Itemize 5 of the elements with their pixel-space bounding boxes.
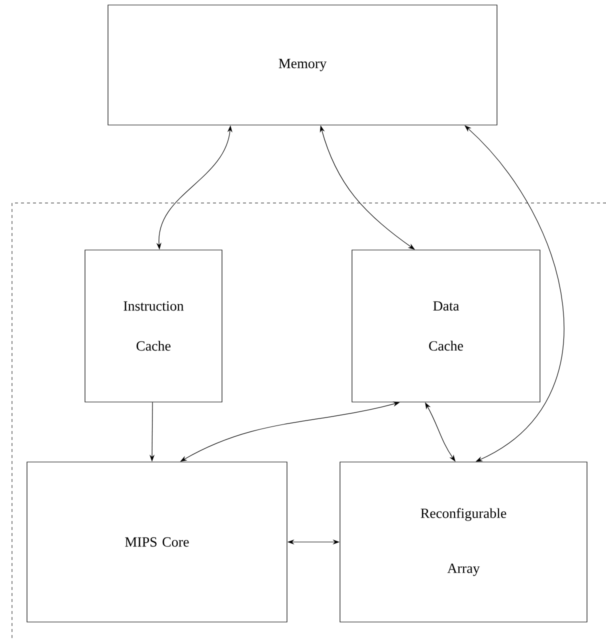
block-box: Memory: [108, 4, 498, 126]
block-box: Reconfigurable Array: [340, 462, 588, 622]
block-box: Instruction Cache: [84, 250, 222, 402]
block-box: MIPS Core: [26, 462, 288, 622]
block-box: Data Cache: [352, 250, 540, 402]
